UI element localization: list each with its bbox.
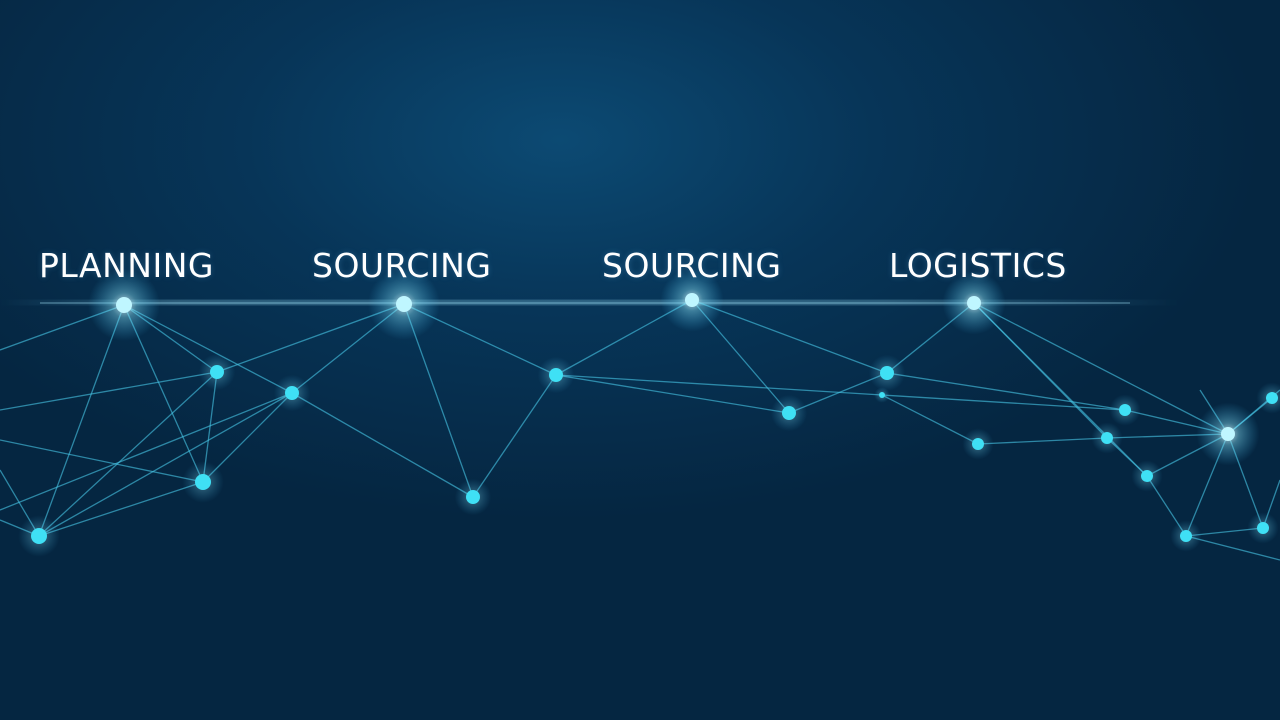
network-node (1141, 470, 1153, 482)
network-edge (291, 392, 474, 498)
network-node (396, 296, 412, 312)
network-edge (38, 392, 293, 537)
glow-beam (0, 300, 1180, 305)
network-edge (38, 304, 125, 537)
network-edge (0, 392, 293, 511)
network-node (195, 474, 211, 490)
network-node (285, 386, 299, 400)
stage-label-planning: PLANNING (39, 246, 214, 285)
network-node (972, 438, 984, 450)
network-node (1180, 530, 1192, 542)
network-edge (691, 299, 888, 374)
network-edge (973, 302, 1229, 435)
network-node (116, 297, 132, 313)
network-edge (555, 374, 790, 414)
network-node (879, 392, 885, 398)
network-node (782, 406, 796, 420)
network-edge (881, 394, 979, 445)
network-edge (38, 481, 204, 537)
network-edge (555, 374, 883, 396)
network-node (549, 368, 563, 382)
network-node (1101, 432, 1113, 444)
network-edge (881, 394, 1126, 411)
stage-label-sourcing-1: SOURCING (312, 246, 492, 285)
network-node (210, 365, 224, 379)
network-edge (202, 392, 293, 483)
network-node (967, 296, 981, 310)
network-edge (38, 371, 218, 537)
network-node (466, 490, 480, 504)
network-node (1221, 427, 1235, 441)
network-node (685, 293, 699, 307)
network-edge (1185, 535, 1280, 561)
network-edge (0, 371, 218, 411)
network-edge (472, 374, 557, 498)
network-edge (0, 439, 204, 483)
network-node (1257, 522, 1269, 534)
network-node (880, 366, 894, 380)
network-node (1119, 404, 1131, 416)
network-node (31, 528, 47, 544)
network-edge (886, 372, 1126, 411)
stage-label-sourcing-2: SOURCING (602, 246, 782, 285)
network-edge (977, 437, 1108, 445)
network-edge (973, 302, 1148, 477)
network-node (1266, 392, 1278, 404)
stage-label-logistics: LOGISTICS (889, 246, 1067, 285)
